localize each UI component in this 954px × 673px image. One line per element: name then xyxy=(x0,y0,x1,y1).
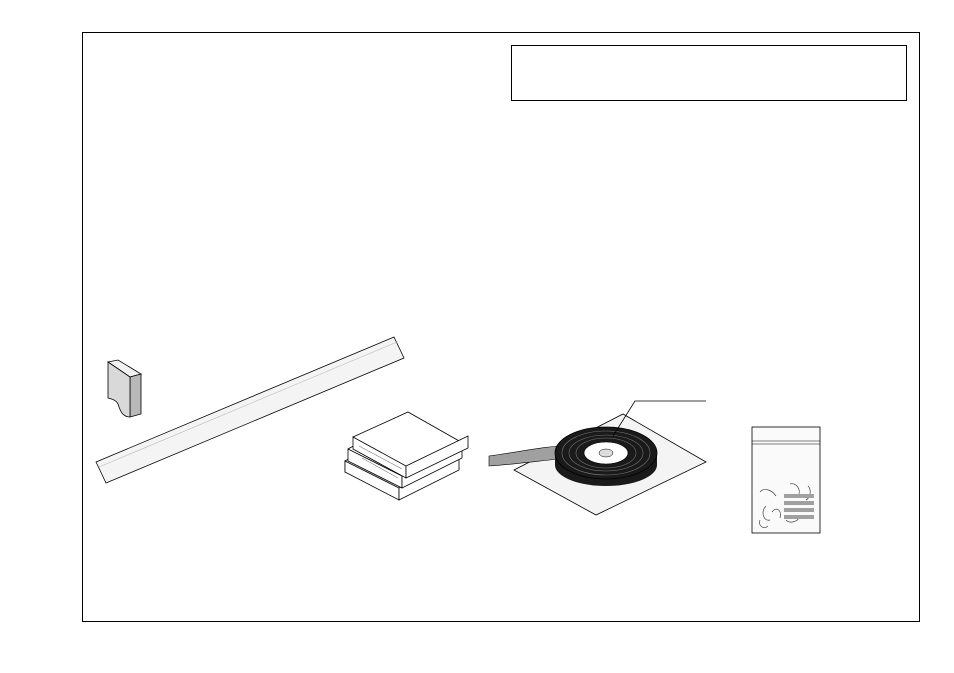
spacer-block-icon xyxy=(106,359,143,418)
stacked-pads-icon xyxy=(344,411,469,501)
title-box xyxy=(511,45,907,101)
page-frame xyxy=(82,32,920,622)
long-strip-icon xyxy=(95,336,405,484)
parts-bag-icon xyxy=(751,426,821,534)
tape-roll-icon xyxy=(488,400,707,516)
